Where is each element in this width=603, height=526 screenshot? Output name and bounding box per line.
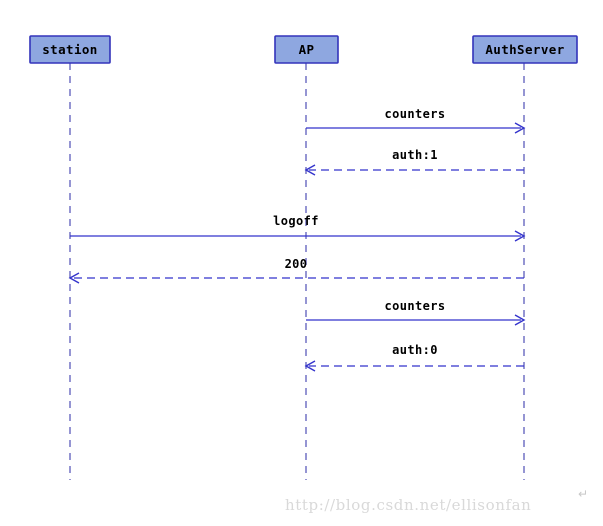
arrowhead-left-icon [304, 360, 316, 372]
message-label: 200 [285, 257, 308, 271]
arrowhead-right-icon [514, 314, 526, 326]
message-auth-0: auth:0 [304, 343, 524, 372]
lifelines-group [69, 63, 525, 480]
participant-label: AuthServer [485, 42, 564, 57]
arrowhead-right-icon [514, 230, 526, 242]
arrowhead-left-icon [68, 272, 80, 284]
watermark-url: http://blog.csdn.net/ellisonfan [285, 496, 531, 514]
message-auth-1: auth:1 [304, 148, 524, 176]
participants-group: station AP AuthServer [29, 35, 578, 64]
message-logoff: logoff [70, 214, 526, 242]
participant-ap[interactable]: AP [274, 35, 339, 64]
message-label: auth:0 [392, 343, 438, 357]
participant-box[interactable] [274, 35, 339, 64]
messages-group: counters auth:1 logoff 200 [68, 107, 526, 372]
participant-box[interactable] [472, 35, 578, 64]
arrowhead-right-icon [514, 122, 526, 134]
message-label: logoff [273, 214, 319, 228]
participant-authserver[interactable]: AuthServer [472, 35, 578, 64]
participant-station[interactable]: station [29, 35, 111, 64]
message-label: counters [385, 107, 446, 121]
participant-box[interactable] [29, 35, 111, 64]
participant-label: AP [299, 42, 315, 57]
watermark: http://blog.csdn.net/ellisonfan ↵ [285, 487, 588, 514]
message-label: auth:1 [392, 148, 438, 162]
arrowhead-left-icon [304, 164, 316, 176]
message-200: 200 [68, 257, 524, 284]
message-counters-1: counters [306, 107, 526, 134]
message-counters-2: counters [306, 299, 526, 326]
carriage-return-icon: ↵ [578, 487, 588, 501]
participant-label: station [42, 42, 97, 57]
message-label: counters [385, 299, 446, 313]
